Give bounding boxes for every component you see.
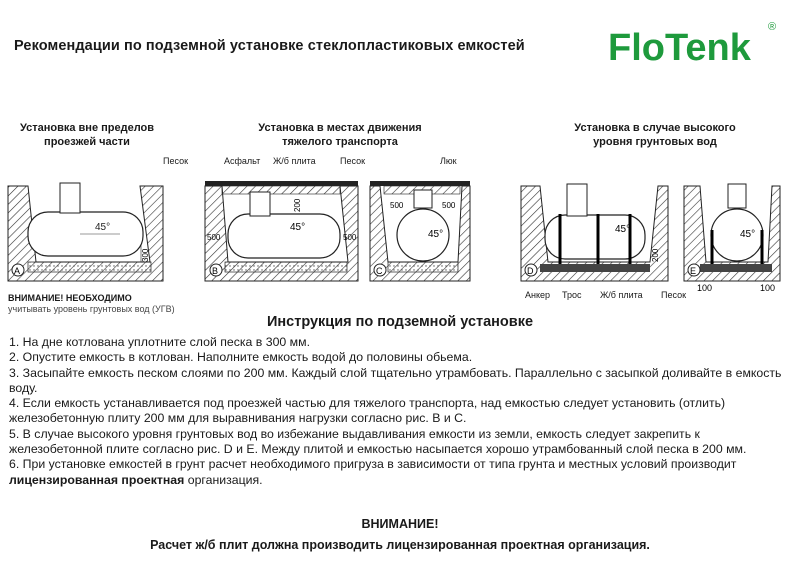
diagram-b: 45° 500 500 200 B <box>204 181 359 282</box>
label-slab: Ж/б плита <box>600 290 643 300</box>
instruction-item: 4. Если емкость устанавливается под прое… <box>9 396 726 426</box>
section-title-line: Установка в местах движения <box>258 122 422 134</box>
logo-registered-mark: ® <box>768 21 776 33</box>
label-sand: Песок <box>661 290 687 300</box>
instruction-item: 2. Опустите емкость в котлован. Наполнит… <box>9 350 473 365</box>
section-title-line: Установка в случае высокого <box>574 122 736 134</box>
instruction-bold-text: лицензированная проектная <box>9 472 185 487</box>
groundwater-warning-text: учитывать уровень грунтовых вод (УГВ) <box>8 304 175 314</box>
diagram-a: 45° 300 A <box>7 182 164 282</box>
instruction-item: 5. В случае высокого уровня грунтовых во… <box>9 426 747 457</box>
label-hatch: Люк <box>440 156 457 166</box>
page-title: Рекомендации по подземной установке стек… <box>14 38 525 54</box>
dim-200: 200 <box>651 248 660 262</box>
diagram-e: 45° 100 100 E <box>683 183 781 293</box>
diagram-c: 45° 500 500 C <box>369 181 471 282</box>
instruction-item: 1. На дне котлована уплотните слой песка… <box>9 335 310 349</box>
footer-note: Расчет ж/б плит должна производить лицен… <box>150 538 650 552</box>
logo-wordmark: FloTenk <box>608 27 752 69</box>
mark-c: C <box>376 266 383 276</box>
dim-500: 500 <box>343 233 357 242</box>
flotenk-logo: FloTenk ® <box>608 21 776 69</box>
dim-300: 300 <box>141 248 150 262</box>
footer-warning: ВНИМАНИЕ! <box>361 517 439 531</box>
label-slab: Ж/б плита <box>273 156 316 166</box>
instruction-text: 6. При установке емкостей в грунт расчет… <box>9 457 737 472</box>
dim-500: 500 <box>442 201 456 210</box>
section-title-line: тяжелого транспорта <box>282 136 398 148</box>
mark-d: D <box>527 266 534 276</box>
section-title-line: проезжей части <box>44 136 130 148</box>
label-sand: Песок <box>163 156 189 166</box>
section-title-line: уровня грунтовых вод <box>593 136 717 148</box>
angle-label: 45° <box>290 222 305 233</box>
instruction-item: 3. Засыпайте емкость песком слоями по 20… <box>9 365 782 395</box>
section-title-outside-road: Установка вне пределов проезжей части <box>12 121 162 149</box>
diagram-d: 45° 200 D <box>520 183 669 282</box>
angle-label: 45° <box>740 229 755 240</box>
instruction-text: организация. <box>184 472 263 487</box>
angle-label: 45° <box>95 222 110 233</box>
instructions-title: Инструкция по подземной установке <box>266 314 534 330</box>
dim-500: 500 <box>207 233 221 242</box>
angle-label: 45° <box>615 224 630 235</box>
instruction-item: 6. При установке емкостей в грунт расчет… <box>9 457 789 488</box>
section-title-high-groundwater: Установка в случае высокого уровня грунт… <box>555 121 755 149</box>
dim-100: 100 <box>760 283 775 293</box>
section-title-line: Установка вне пределов <box>19 122 155 134</box>
instructions-list: 1. На дне котлована уплотните слой песка… <box>9 335 789 488</box>
dim-100: 100 <box>697 283 712 293</box>
angle-label: 45° <box>428 229 443 240</box>
dim-200: 200 <box>293 198 302 212</box>
mark-b: B <box>212 266 218 276</box>
mark-a: A <box>14 266 20 276</box>
label-sand: Песок <box>340 156 366 166</box>
label-anchor: Анкер <box>525 290 551 300</box>
label-cable: Трос <box>562 290 582 300</box>
groundwater-warning-title: ВНИМАНИЕ! НЕОБХОДИМО <box>8 293 132 303</box>
label-asphalt: Асфальт <box>224 156 261 166</box>
mark-e: E <box>690 266 696 276</box>
installation-diagrams: 45° 300 A 45° 500 500 200 B 45° 500 500 … <box>7 181 781 293</box>
section-title-heavy-traffic: Установка в местах движения тяжелого тра… <box>240 121 440 149</box>
dim-500: 500 <box>390 201 404 210</box>
